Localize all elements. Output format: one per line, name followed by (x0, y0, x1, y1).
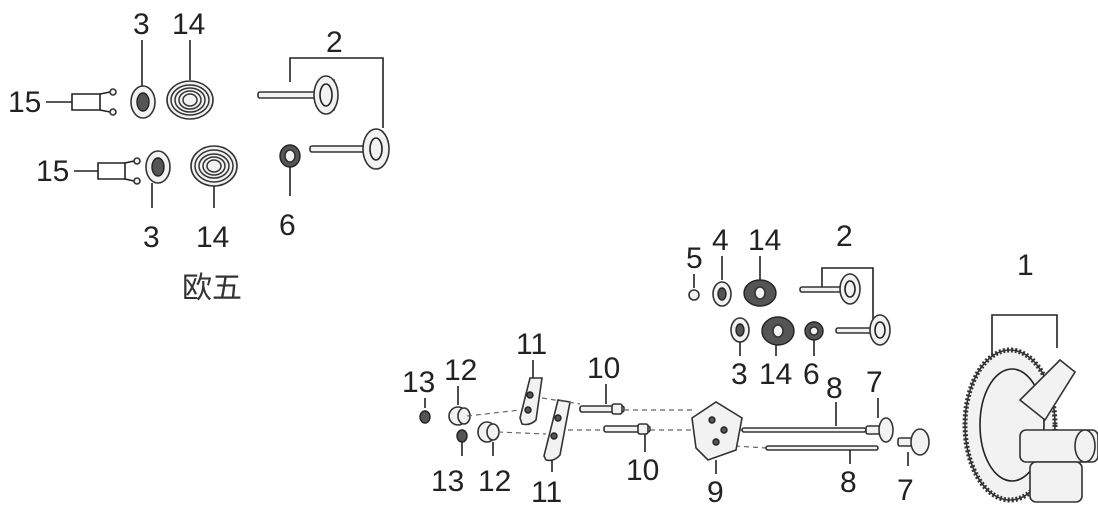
callout-15-bottom: 15 (36, 155, 141, 188)
valve-seal-right: 6 (803, 321, 824, 391)
svg-text:2: 2 (326, 26, 343, 59)
pushrod-upper: 8 (741, 372, 867, 433)
valve-seal (279, 144, 301, 168)
caption-euro5: 欧五 (182, 271, 242, 306)
callout-3-top: 3 (133, 8, 150, 86)
svg-text:1: 1 (1017, 249, 1034, 282)
svg-text:2: 2 (836, 220, 853, 253)
svg-text:8: 8 (840, 466, 857, 499)
svg-text:12: 12 (478, 465, 511, 498)
callout-13-top: 13 (402, 366, 435, 424)
spring-lower (190, 145, 238, 187)
svg-text:14: 14 (196, 221, 229, 254)
svg-text:3: 3 (731, 358, 748, 391)
callout-12-bottom: 12 (477, 421, 511, 498)
callout-14-right-top: 14 (743, 224, 781, 307)
callout-14-bottom: 14 (196, 186, 229, 254)
retainer-right: 3 (730, 317, 750, 391)
svg-text:10: 10 (626, 454, 659, 487)
valve-right-upper (799, 273, 861, 305)
callout-12-top: 12 (444, 354, 477, 426)
spring-right-lower: 14 (759, 316, 795, 391)
valve-upper (257, 75, 339, 115)
callout-7-bottom: 7 (897, 428, 930, 506)
callout-6: 6 (279, 167, 296, 242)
svg-text:14: 14 (172, 8, 205, 41)
spring-upper (166, 80, 214, 120)
callout-10-top: 10 (579, 352, 625, 415)
svg-text:8: 8 (826, 372, 843, 405)
callout-2-right: 2 (821, 220, 874, 322)
retainer-lower (145, 150, 171, 184)
retainer-upper (130, 85, 156, 119)
svg-text:3: 3 (143, 221, 160, 254)
valve-right-lower (835, 314, 891, 346)
svg-text:13: 13 (431, 465, 464, 498)
callout-10-bottom: 10 (603, 423, 659, 487)
callout-11-top: 11 (516, 328, 547, 426)
valve-lower (309, 128, 390, 170)
svg-text:15: 15 (8, 86, 41, 119)
svg-text:14: 14 (748, 224, 781, 257)
svg-text:3: 3 (133, 8, 150, 41)
svg-text:7: 7 (897, 474, 914, 506)
callout-15-top: 15 (8, 86, 117, 119)
svg-text:11: 11 (516, 328, 547, 361)
callout-5: 5 (686, 242, 703, 301)
callout-1: 1 (991, 249, 1058, 378)
svg-text:15: 15 (36, 155, 69, 188)
callout-13-bottom: 13 (431, 429, 468, 498)
svg-text:9: 9 (707, 476, 724, 506)
rocker-bracket: 9 (691, 401, 743, 506)
svg-text:13: 13 (402, 366, 435, 399)
svg-text:11: 11 (531, 476, 562, 506)
pushrod-lower: 8 (765, 445, 879, 499)
svg-text:14: 14 (759, 358, 792, 391)
svg-text:6: 6 (803, 358, 820, 391)
svg-text:5: 5 (686, 242, 703, 275)
callout-7-top: 7 (865, 366, 894, 443)
svg-text:7: 7 (866, 366, 883, 399)
svg-text:6: 6 (279, 209, 296, 242)
svg-text:10: 10 (587, 352, 620, 385)
callout-3-bottom: 3 (143, 183, 160, 254)
svg-text:12: 12 (444, 354, 477, 387)
callout-11-bottom: 11 (531, 399, 571, 506)
svg-text:4: 4 (712, 224, 729, 257)
callout-2-top: 2 (289, 26, 384, 128)
callout-4: 4 (712, 224, 732, 307)
camshaft-gear (962, 347, 1098, 503)
callout-14-top: 14 (172, 8, 205, 80)
